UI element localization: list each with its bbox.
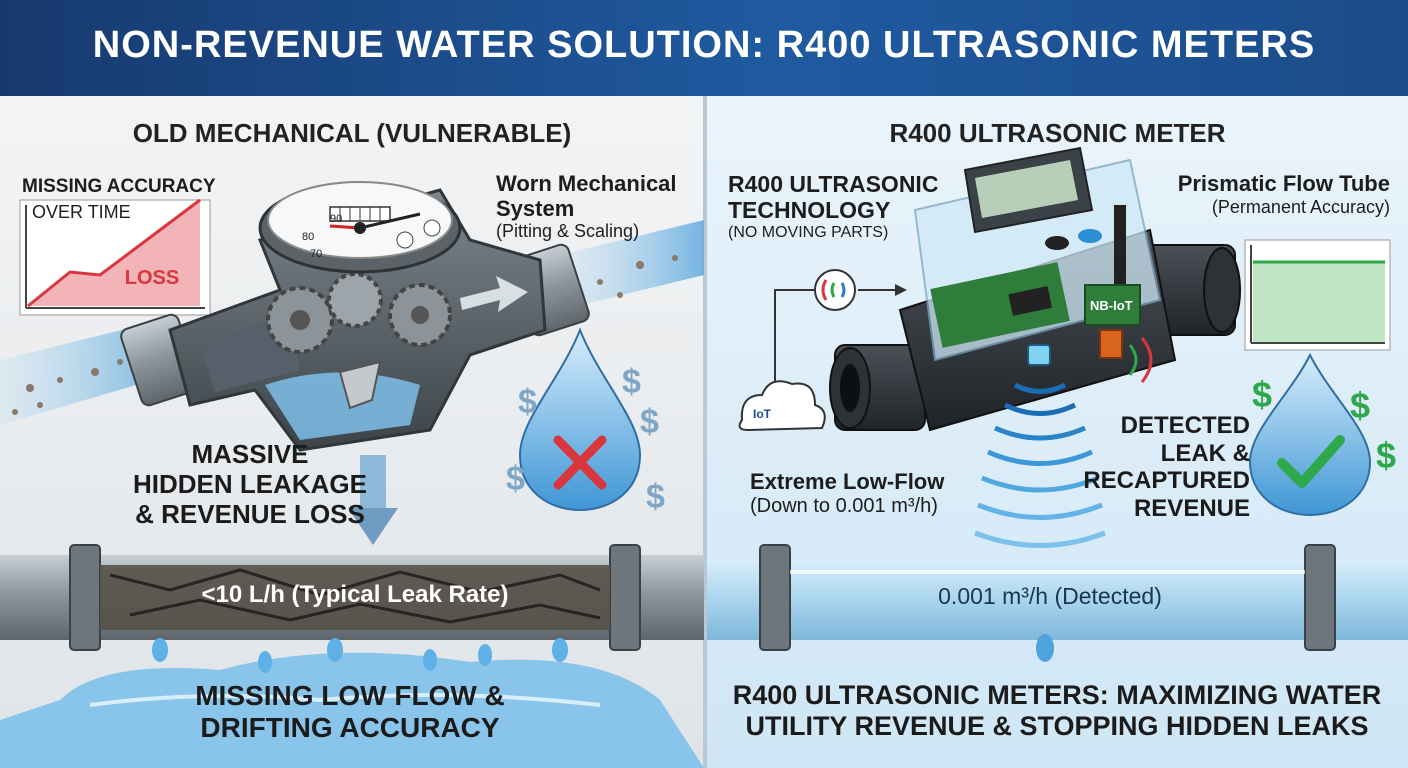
dollar-icon: $ [646, 478, 665, 516]
dollar-icon: $ [1350, 385, 1370, 426]
dollar-icon: $ [640, 403, 659, 441]
nbiot-module-label: NB-IoT [1090, 298, 1133, 313]
dollar-icon: $ [518, 383, 537, 421]
dial-number: 90 [330, 213, 342, 225]
worn-mechanical-label: Worn Mechanical System (Pitting & Scalin… [496, 171, 677, 242]
revenue-check-drop-icon [1248, 352, 1372, 517]
outflow-stream [560, 220, 704, 310]
leak-drips [152, 638, 568, 673]
chart-title-line2: OVER TIME [32, 202, 131, 222]
detected-leak-label: DETECTED LEAK & RECAPTURED REVENUE [1083, 412, 1250, 522]
leaking-pipe [0, 544, 704, 651]
low-flow-label: Extreme Low-Flow (Down to 0.001 m³/h) [750, 469, 945, 517]
ultrasonic-waves [974, 382, 1106, 548]
prismatic-flow-tube-label: Prismatic Flow Tube (Permanent Accuracy) [1177, 171, 1390, 217]
detected-flow-label: 0.001 m³/h (Detected) [938, 583, 1162, 609]
water-puddle [0, 652, 704, 768]
left-bottom-caption: MISSING LOW FLOW & DRIFTING ACCURACY [195, 680, 505, 744]
permanent-accuracy-chart [1244, 239, 1391, 351]
dollar-signs-left: $ $ $ $ $ [506, 363, 665, 516]
revenue-loss-drop-icon [518, 327, 642, 512]
dollar-signs-right: $ $ $ [1252, 374, 1396, 476]
iot-cloud-label: IoT [753, 407, 772, 421]
right-bottom-caption: R400 ULTRASONIC METERS: MAXIMIZING WATER… [732, 680, 1382, 742]
dollar-icon: $ [1252, 374, 1272, 415]
dollar-icon: $ [506, 460, 525, 498]
loss-label: LOSS [125, 267, 179, 289]
right-heading: R400 ULTRASONIC METER [889, 118, 1226, 148]
dollar-icon: $ [622, 363, 641, 401]
r400-technology-label: R400 ULTRASONIC TECHNOLOGY (NO MOVING PA… [728, 171, 939, 241]
mechanical-meter [120, 181, 590, 452]
chart-title-line1: MISSING ACCURACY [22, 176, 216, 197]
hidden-leakage-label: MASSIVE HIDDEN LEAKAGE & REVENUE LOSS [132, 439, 367, 529]
page-title: NON-REVENUE WATER SOLUTION: R400 ULTRASO… [92, 24, 1316, 66]
dial-number: 80 [302, 231, 314, 243]
header-banner: NON-REVENUE WATER SOLUTION: R400 ULTRASO… [0, 0, 1408, 96]
panel-divider [703, 96, 707, 768]
dollar-icon: $ [1376, 435, 1396, 476]
leak-rate-label: <10 L/h (Typical Leak Rate) [201, 581, 509, 608]
clear-pipe [707, 544, 1408, 662]
down-arrow [348, 455, 398, 545]
ultrasonic-meter [829, 146, 1241, 432]
iot-connection [738, 269, 907, 432]
left-heading: OLD MECHANICAL (VULNERABLE) [132, 118, 572, 148]
accuracy-loss-chart [19, 198, 211, 316]
dial-number: 70 [310, 248, 322, 260]
